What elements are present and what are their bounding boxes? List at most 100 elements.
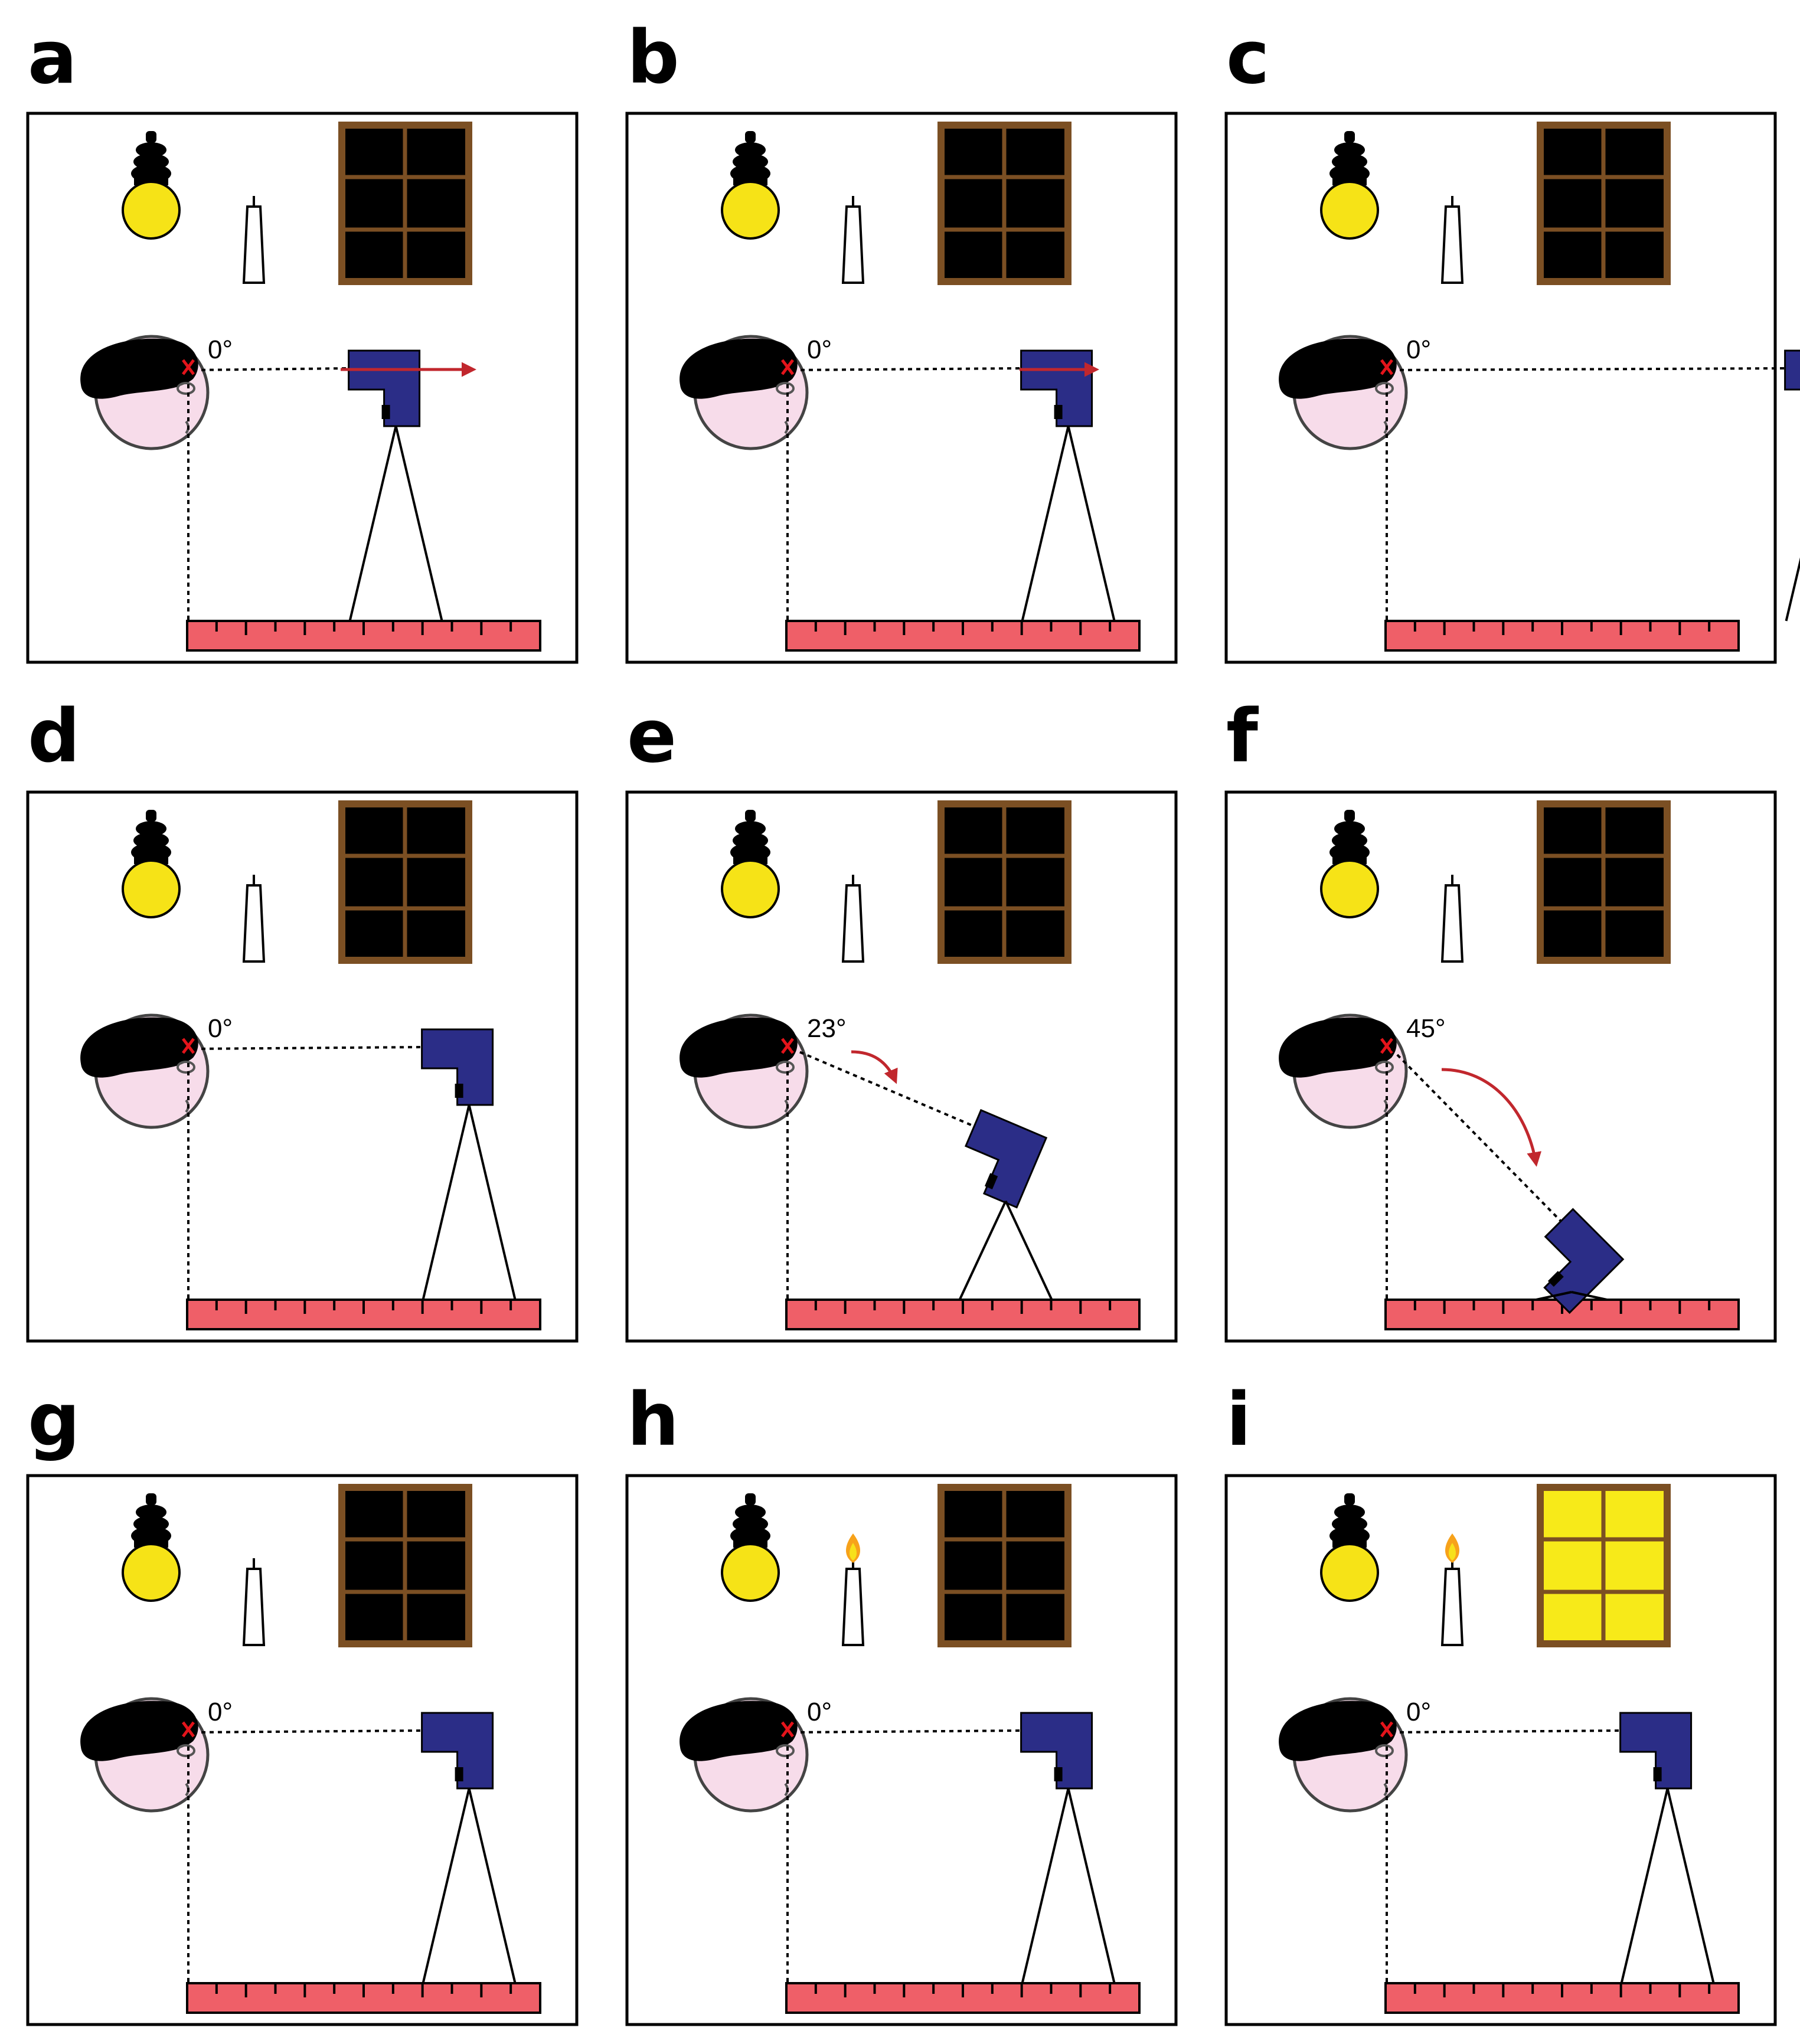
ruler bbox=[785, 1982, 1141, 2014]
hair bbox=[680, 338, 798, 399]
panel-c: c 0° bbox=[1224, 15, 1800, 664]
light-bulb-icon bbox=[1320, 810, 1379, 918]
sightline bbox=[792, 1729, 1021, 1734]
tripod-leg bbox=[958, 1200, 1007, 1300]
light-bulb-icon bbox=[721, 1493, 780, 1602]
candle-icon bbox=[242, 1558, 266, 1646]
tripod-leg bbox=[1571, 1291, 1608, 1301]
candle-icon bbox=[242, 196, 266, 284]
hair bbox=[680, 1700, 798, 1761]
tripod-leg bbox=[1021, 426, 1070, 622]
hair bbox=[1279, 1700, 1397, 1761]
ear-icon bbox=[776, 1061, 795, 1074]
panel-h: h 0° bbox=[625, 1378, 1178, 2026]
tripod-leg bbox=[1666, 1788, 1715, 1984]
angle-label: 0° bbox=[807, 1698, 832, 1726]
person-head bbox=[680, 1013, 809, 1129]
candle-icon bbox=[841, 875, 865, 963]
light-bulb-icon bbox=[122, 131, 181, 240]
ruler bbox=[186, 620, 541, 652]
panel-label: a bbox=[28, 15, 77, 100]
camera-icon bbox=[1619, 1712, 1693, 1790]
window-icon bbox=[937, 800, 1071, 964]
tripod-leg bbox=[422, 1788, 471, 1984]
tripod bbox=[348, 426, 443, 622]
panel-e: e 23° bbox=[625, 694, 1178, 1343]
panel-label: b bbox=[627, 15, 680, 100]
camera-icon bbox=[1784, 349, 1800, 391]
person-head bbox=[1279, 1013, 1408, 1129]
panel-a: a0° bbox=[26, 15, 579, 664]
lit-candle-icon bbox=[841, 1533, 865, 1646]
light-bulb-icon bbox=[1320, 131, 1379, 240]
sightline bbox=[792, 1048, 976, 1128]
angle-label: 0° bbox=[1406, 1698, 1431, 1726]
ruler bbox=[785, 620, 1141, 652]
sightline bbox=[192, 1046, 422, 1050]
ear-icon bbox=[177, 1744, 195, 1757]
tripod-leg bbox=[1067, 1788, 1116, 1984]
hair bbox=[1279, 338, 1397, 399]
panels: a0°b0°c0°d0°e23°f45°g0°h0°i0° bbox=[26, 15, 1800, 2026]
tripod-leg bbox=[1004, 1200, 1053, 1300]
person-head bbox=[1279, 1697, 1408, 1813]
candle-icon bbox=[242, 875, 266, 963]
lit-candle-icon bbox=[1440, 1533, 1464, 1646]
window-icon bbox=[338, 122, 472, 285]
tripod bbox=[958, 1200, 1053, 1300]
angle-label: 45° bbox=[1406, 1014, 1446, 1043]
rotate-arrow-icon bbox=[1441, 1068, 1542, 1167]
hair bbox=[680, 1017, 798, 1078]
hair bbox=[80, 338, 198, 399]
ear-icon bbox=[776, 382, 795, 395]
angle-label: 0° bbox=[1406, 335, 1431, 364]
tripod bbox=[1536, 1291, 1608, 1301]
tripod-leg bbox=[1620, 1788, 1669, 1984]
panel-label: c bbox=[1226, 15, 1270, 100]
ear-icon bbox=[1375, 1744, 1394, 1757]
light-bulb-icon bbox=[122, 810, 181, 918]
angle-label: 23° bbox=[807, 1014, 847, 1043]
camera-icon bbox=[964, 1108, 1048, 1209]
tripod-leg bbox=[1785, 557, 1800, 622]
panel-label: e bbox=[627, 694, 677, 779]
panel-label: g bbox=[28, 1378, 80, 1463]
panel-label: f bbox=[1226, 694, 1259, 779]
ear-icon bbox=[177, 382, 195, 395]
light-bulb-icon bbox=[721, 810, 780, 918]
person-head bbox=[80, 1697, 210, 1813]
tripod-leg bbox=[1536, 1291, 1572, 1301]
candle-icon bbox=[1440, 196, 1464, 284]
sightline bbox=[192, 367, 349, 371]
window-icon bbox=[1537, 122, 1671, 285]
tripod-leg bbox=[422, 1104, 471, 1300]
hair bbox=[80, 1017, 198, 1078]
panel-g: g 0° bbox=[26, 1378, 579, 2026]
hair bbox=[80, 1700, 198, 1761]
person-head bbox=[680, 335, 809, 450]
panel-label: h bbox=[627, 1378, 679, 1463]
tripod bbox=[422, 1104, 517, 1300]
sightline bbox=[192, 1729, 422, 1734]
panel-label: d bbox=[28, 694, 80, 779]
ruler bbox=[1384, 620, 1740, 652]
panel-label: i bbox=[1226, 1378, 1252, 1463]
window-icon bbox=[338, 1484, 472, 1647]
tripod-leg bbox=[468, 1104, 517, 1300]
angle-label: 0° bbox=[208, 1014, 233, 1043]
camera-icon bbox=[1543, 1208, 1625, 1314]
sightline bbox=[792, 367, 1021, 371]
ear-icon bbox=[1375, 382, 1394, 395]
person-head bbox=[680, 1697, 809, 1813]
window-icon bbox=[937, 1484, 1071, 1647]
tripod bbox=[1620, 1788, 1715, 1984]
angle-label: 0° bbox=[208, 1698, 233, 1726]
tripod-leg bbox=[468, 1788, 517, 1984]
ruler bbox=[785, 1299, 1141, 1330]
camera-icon bbox=[1020, 1712, 1093, 1790]
tripod bbox=[1785, 557, 1800, 622]
rotate-arrow-icon bbox=[851, 1050, 898, 1084]
panel-f: f 45° bbox=[1224, 694, 1777, 1343]
panel-d: d 0° bbox=[26, 694, 579, 1343]
